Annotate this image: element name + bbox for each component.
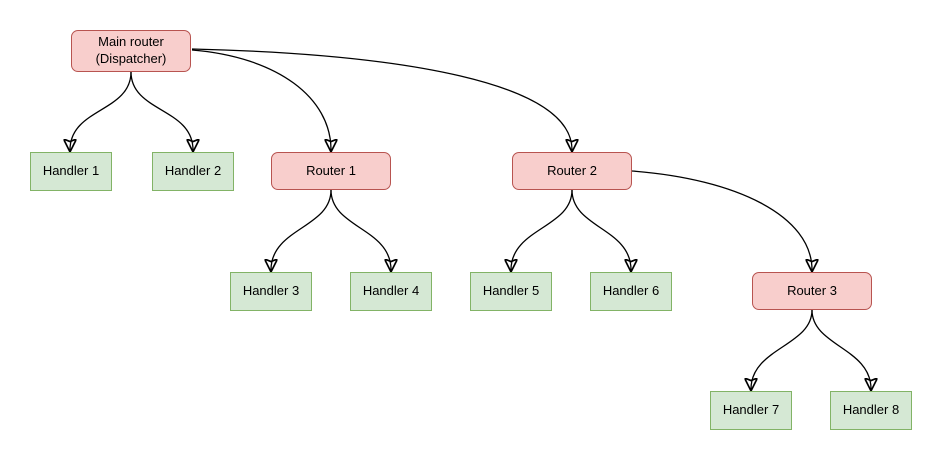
node-handler-4: Handler 4 [350, 272, 432, 311]
node-router-3: Router 3 [752, 272, 872, 310]
edge-router-3-to-handler-8 [811, 309, 871, 389]
node-label: Handler 1 [42, 163, 100, 179]
edge-router-2-to-router-3 [631, 170, 812, 270]
node-label: Handler 7 [722, 402, 780, 418]
edge-main-router-to-handler-1 [70, 71, 132, 150]
node-label: Handler 6 [602, 283, 660, 299]
edge-main-router-to-router-2 [191, 48, 572, 150]
node-handler-5: Handler 5 [470, 272, 552, 311]
edge-main-router-to-router-1 [191, 49, 331, 150]
node-label: Main router (Dispatcher) [95, 34, 167, 66]
node-router-1: Router 1 [271, 152, 391, 190]
node-label: Router 3 [787, 282, 837, 298]
edge-router-2-to-handler-6 [571, 189, 631, 270]
edge-main-router-to-handler-2 [130, 71, 193, 150]
node-label: Handler 5 [482, 283, 540, 299]
node-main-router: Main router (Dispatcher) [71, 30, 191, 72]
node-handler-8: Handler 8 [830, 391, 912, 430]
node-label: Handler 8 [842, 402, 900, 418]
node-label: Handler 4 [362, 283, 420, 299]
node-handler-6: Handler 6 [590, 272, 672, 311]
node-handler-3: Handler 3 [230, 272, 312, 311]
node-label: Router 1 [306, 162, 356, 178]
node-handler-2: Handler 2 [152, 152, 234, 191]
edge-router-2-to-handler-5 [511, 189, 573, 270]
edge-router-1-to-handler-3 [271, 189, 332, 270]
edge-router-1-to-handler-4 [330, 189, 391, 270]
node-handler-7: Handler 7 [710, 391, 792, 430]
node-router-2: Router 2 [512, 152, 632, 190]
node-label: Handler 2 [164, 163, 222, 179]
node-label: Handler 3 [242, 283, 300, 299]
edge-router-3-to-handler-7 [751, 309, 813, 389]
node-label: Router 2 [547, 162, 597, 178]
node-handler-1: Handler 1 [30, 152, 112, 191]
